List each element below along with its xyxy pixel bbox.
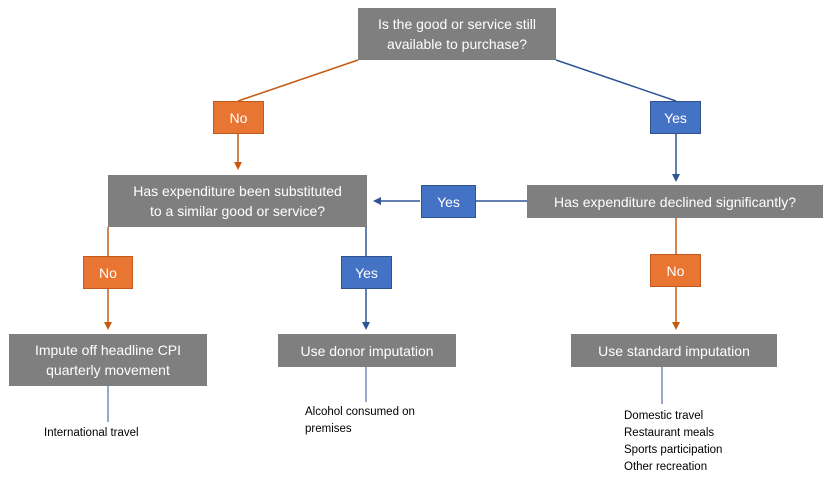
connector-top-to-no bbox=[237, 59, 359, 102]
outcome-impute-headline-cpi: Impute off headline CPI quarterly moveme… bbox=[9, 334, 207, 386]
connector-top-to-yes bbox=[555, 59, 677, 102]
example-standard-list: Domestic travel Restaurant meals Sports … bbox=[624, 410, 723, 473]
question-still-available: Is the good or service still available t… bbox=[358, 8, 556, 60]
question-substituted: Has expenditure been substituted to a si… bbox=[108, 175, 367, 227]
label-no-not-available: No bbox=[213, 101, 264, 134]
label-no-not-substituted: No bbox=[83, 256, 133, 289]
outcome-donor-imputation: Use donor imputation bbox=[278, 334, 456, 367]
example-international-travel: International travel bbox=[44, 427, 139, 439]
label-yes-declined: Yes bbox=[421, 185, 476, 218]
question-declined: Has expenditure declined significantly? bbox=[527, 185, 823, 218]
outcome-standard-imputation: Use standard imputation bbox=[571, 334, 777, 367]
label-yes-substituted: Yes bbox=[341, 256, 392, 289]
example-alcohol-on-premises: Alcohol consumed on premises bbox=[305, 406, 415, 435]
label-no-not-declined: No bbox=[650, 254, 701, 287]
label-yes-available: Yes bbox=[650, 101, 701, 134]
